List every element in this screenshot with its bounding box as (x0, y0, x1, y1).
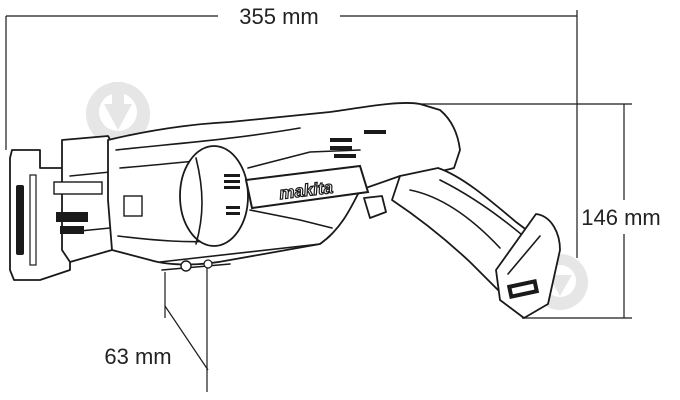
front-guard (53, 135, 117, 263)
depth-label: 63 mm (104, 344, 171, 369)
height-label: 146 mm (581, 205, 660, 230)
height-dimension: 146 mm (402, 103, 661, 319)
watermark-top-icon (86, 82, 150, 146)
length-label: 355 mm (239, 4, 318, 29)
motor-housing (179, 145, 249, 247)
makita-logo-band: makita (244, 149, 370, 229)
length-dimension: 355 mm (5, 4, 578, 258)
battery-pack (495, 213, 561, 319)
vent-slots (330, 130, 386, 158)
trigger (363, 195, 387, 219)
